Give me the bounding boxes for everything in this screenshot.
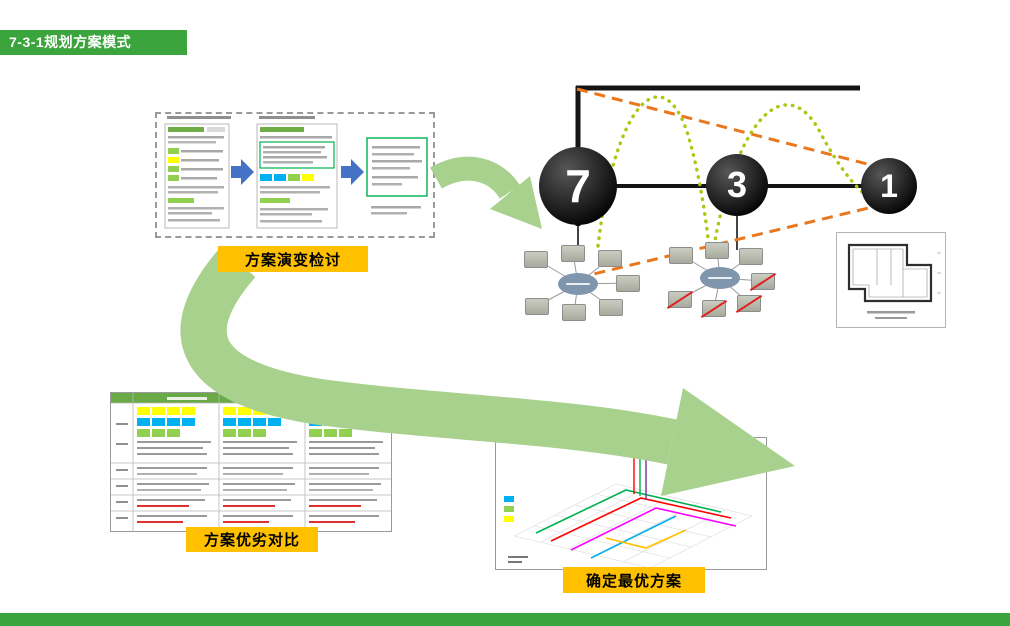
funnel-stage-7-value: 7 [565,160,591,212]
option-thumbnail-rejected [749,272,777,292]
floor-plan-drawing [847,243,941,319]
option-cluster-7 [515,245,641,325]
flow-step-arrow [231,159,254,185]
evolution-flow-snapshot [164,116,428,229]
bottom-accent-bar [0,613,1010,626]
option-thumbnail [739,248,763,265]
page-title: 7-3-1规划方案模式 [9,34,132,50]
option-thumbnail [562,304,586,321]
caption-pros-cons-comparison: 方案优劣对比 [186,527,318,552]
funnel-stage-3: 3 [706,154,768,216]
flow-panel-3 [366,137,428,215]
option-thumbnail-rejected [700,299,728,319]
caption-comparison-text: 方案优劣对比 [203,532,300,549]
option-cluster-3 [666,242,780,322]
flow-step-arrow [341,159,364,185]
option-thumbnail [561,245,585,262]
funnel-stage-7: 7 [539,147,617,225]
page-title-banner: 7-3-1规划方案模式 [0,30,187,55]
option-thumbnail [599,299,623,316]
reject-slash-mark [700,299,728,319]
optimal-scheme-drawing [495,437,767,570]
funnel-stage-1: 1 [861,158,917,214]
cluster-center-oval [558,273,598,295]
comparison-table-snapshot [110,392,392,532]
option-thumbnail [705,242,729,259]
funnel-stage-1-value: 1 [880,167,898,204]
bim-isometric-drawing [504,446,753,569]
evolution-snapshots-box [155,112,435,238]
comparison-table-drawing [111,393,391,531]
option-thumbnail [525,298,549,315]
flow-panel-1 [164,123,230,229]
cluster-center-oval [700,267,740,289]
option-thumbnail-rejected [666,290,694,310]
option-thumbnail [616,275,640,292]
caption-optimal-text: 确定最优方案 [585,572,682,590]
option-thumbnail-rejected [735,294,763,314]
reject-slash-mark [735,294,763,314]
option-thumbnail [598,250,622,267]
floor-plan-thumbnail [836,232,946,328]
caption-optimal-scheme: 确定最优方案 [563,567,705,593]
evolution-to-funnel-arrow [430,156,542,229]
funnel-stage-3-value: 3 [726,164,748,205]
option-thumbnail [669,247,693,264]
caption-evolution-text: 方案演变检讨 [244,251,341,269]
reject-slash-mark [666,290,694,310]
reject-slash-mark [749,272,777,292]
caption-evolution-review: 方案演变检讨 [218,246,368,272]
flow-panel-2 [256,123,338,229]
option-thumbnail [524,251,548,268]
